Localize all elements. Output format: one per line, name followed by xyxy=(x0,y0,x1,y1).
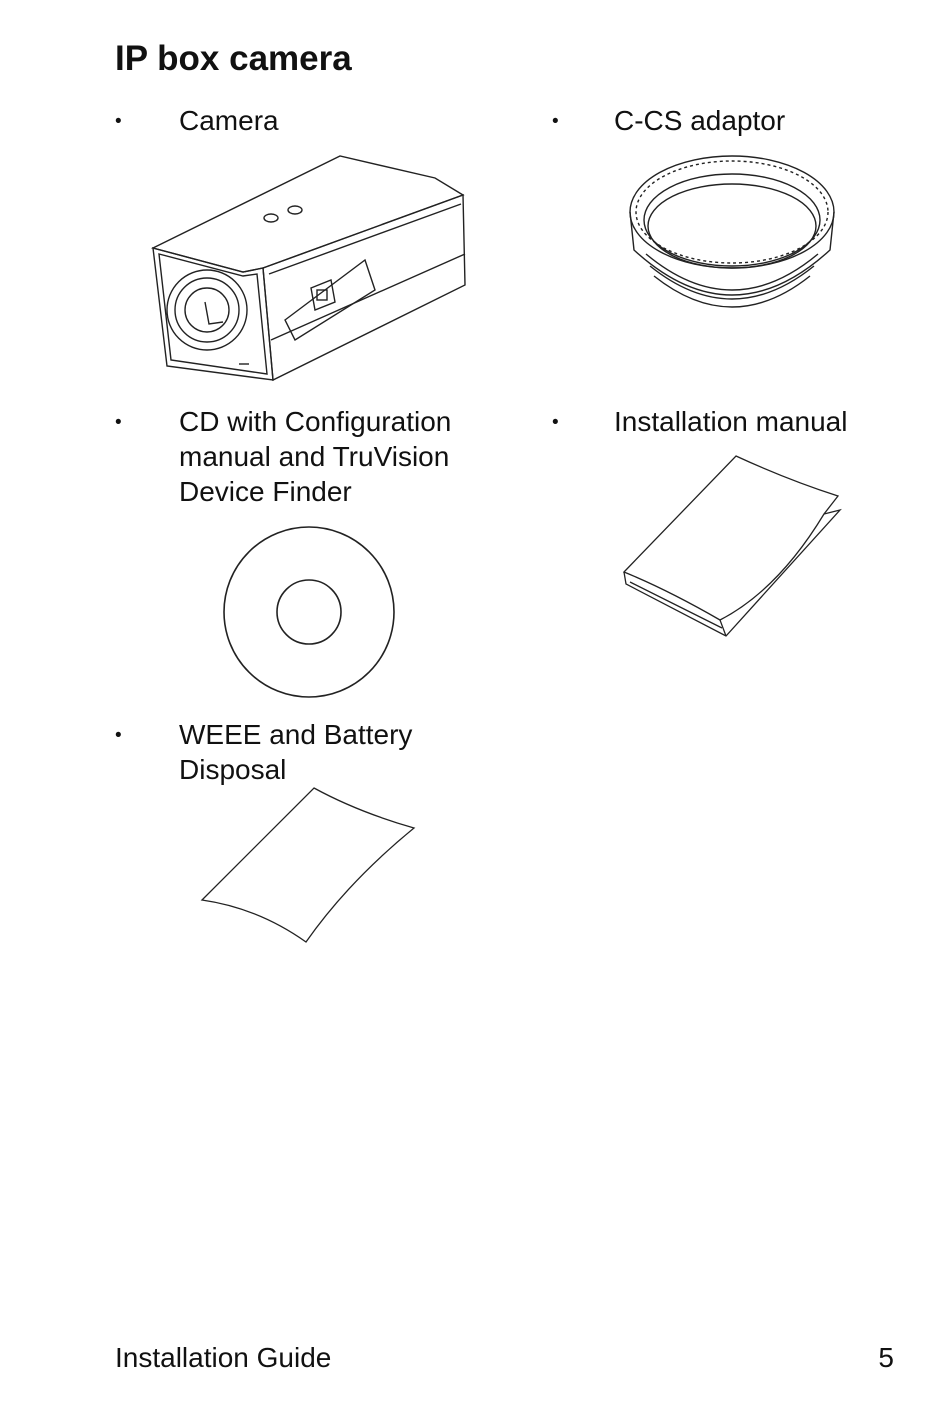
sheet-icon xyxy=(200,787,416,943)
bullet-camera: • xyxy=(115,111,122,132)
bullet-adaptor: • xyxy=(552,111,559,132)
camera-icon xyxy=(151,155,466,382)
item-label-weee: WEEE and Battery Disposal xyxy=(179,719,413,785)
bullet-cd: • xyxy=(115,412,122,433)
item-label-adaptor: C-CS adaptor xyxy=(614,105,786,136)
page-title: IP box camera xyxy=(115,39,352,78)
adaptor-ring-icon xyxy=(629,155,835,308)
bullet-manual: • xyxy=(552,412,559,433)
footer-doc-name: Installation Guide xyxy=(115,1342,332,1373)
item-label-cd: CD with Configuration manual and TruVisi… xyxy=(179,406,452,507)
item-label-manual: Installation manual xyxy=(614,406,848,437)
page-number: 5 xyxy=(878,1342,894,1373)
bullet-weee: • xyxy=(115,725,122,746)
item-label-camera: Camera xyxy=(179,105,279,136)
cd-icon xyxy=(223,526,395,698)
booklet-icon xyxy=(622,455,842,637)
